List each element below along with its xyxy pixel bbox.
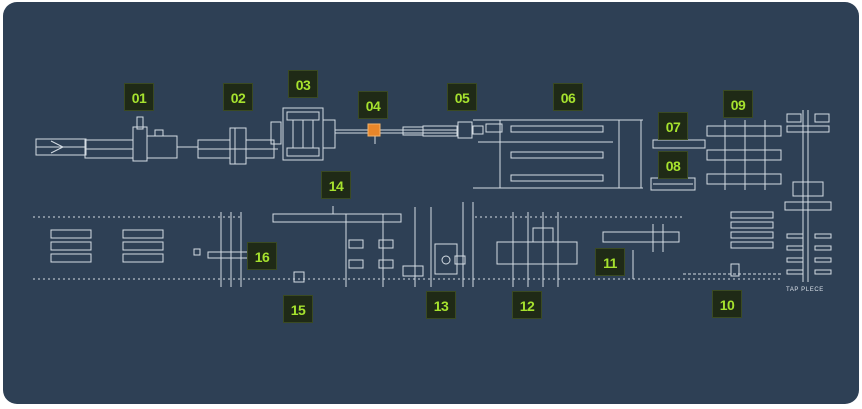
station-label-03[interactable]: 03 [288,70,318,98]
layout-panel: 01 02 03 04 05 06 07 08 09 10 11 12 13 1… [3,2,859,404]
machine-11 [602,224,680,252]
station-label-11[interactable]: 11 [595,248,625,276]
station-label-05[interactable]: 05 [447,83,477,111]
station-label-15[interactable]: 15 [283,295,313,323]
station-label-07[interactable]: 07 [658,112,688,140]
station-label-16[interactable]: 16 [247,242,277,270]
station-label-09[interactable]: 09 [723,90,753,118]
station-label-12[interactable]: 12 [512,291,542,319]
lower-line [33,212,783,287]
tap-piece-caption: TAP PLECE [786,287,824,293]
machine-03 [270,107,336,161]
station-label-08[interactable]: 08 [658,151,688,179]
machine-04-highlight [367,123,381,137]
station-label-01[interactable]: 01 [124,83,154,111]
station-label-10[interactable]: 10 [712,290,742,318]
station-label-04[interactable]: 04 [358,91,388,119]
machine-12 [496,212,578,287]
machine-02 [197,127,278,165]
machine-09 [706,120,782,190]
station-label-14[interactable]: 14 [321,171,351,199]
tap-piece-tower [784,110,832,282]
machine-01 [84,116,198,162]
rack-06 [473,119,643,189]
station-label-02[interactable]: 02 [223,83,253,111]
entry-conveyor [35,138,87,156]
machine-10 [632,211,783,279]
transfer-line-04-05 [335,121,503,144]
machine-13-14 [272,202,683,287]
station-label-13[interactable]: 13 [426,291,456,319]
production-line-schematic [33,107,832,287]
station-label-06[interactable]: 06 [553,83,583,111]
